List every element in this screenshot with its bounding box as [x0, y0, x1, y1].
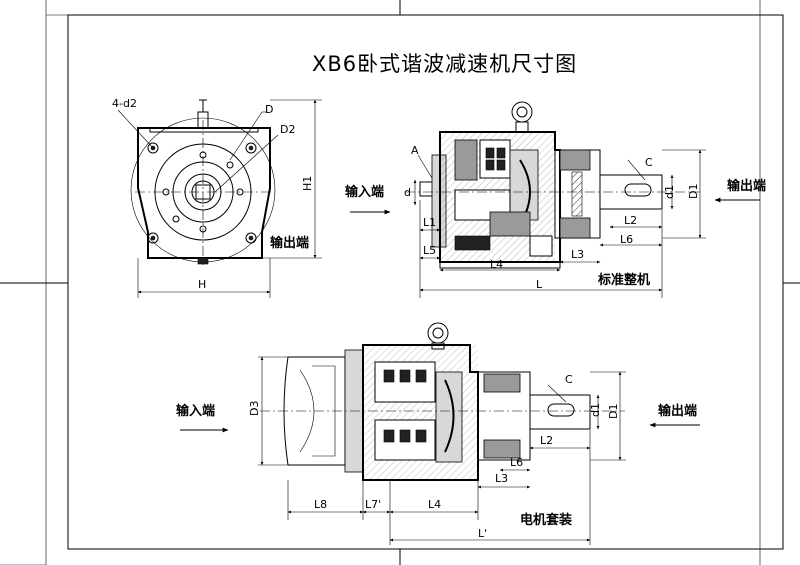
- side-label-L6: L6: [620, 233, 633, 246]
- motor-label-C: C: [565, 373, 573, 386]
- side-label-D1: D1: [687, 184, 700, 199]
- side-output-port: 输出端: [727, 178, 766, 194]
- motor-label-L2: L2: [540, 434, 553, 447]
- side-label-L1: L1: [423, 216, 436, 229]
- motor-caption: 电机套装: [520, 512, 572, 528]
- side-label-L5: L5: [423, 244, 436, 257]
- bolt-hole-icon: [147, 142, 257, 244]
- motor-label-d1: d1: [589, 403, 602, 417]
- label-D: D: [265, 103, 273, 116]
- motor-label-Lprime: L': [478, 527, 487, 540]
- motor-label-L7: L7': [365, 498, 381, 511]
- label-4-d2: 4-d2: [112, 97, 137, 110]
- front-view: [117, 99, 322, 298]
- motor-label-L3: L3: [495, 472, 508, 485]
- motor-label-L6: L6: [510, 456, 523, 469]
- motor-output-port: 输出端: [658, 403, 697, 419]
- motor-label-D3: D3: [248, 401, 261, 416]
- side-caption: 标准整机: [597, 272, 650, 288]
- motor-label-D1: D1: [607, 404, 620, 419]
- side-label-L3: L3: [571, 248, 584, 261]
- label-H1: H1: [301, 176, 314, 191]
- motor-label-L8: L8: [314, 498, 327, 511]
- side-view: [350, 101, 760, 298]
- motor-label-L4: L4: [428, 498, 441, 511]
- side-label-C: C: [645, 156, 653, 169]
- side-label-d: d: [404, 186, 411, 199]
- side-label-L4: L4: [490, 258, 503, 271]
- side-label-L2: L2: [624, 214, 637, 227]
- motor-view: [180, 322, 700, 545]
- motor-input-port: 输入端: [176, 403, 215, 419]
- side-label-d1: d1: [663, 185, 676, 199]
- label-D2: D2: [280, 123, 295, 136]
- side-input-port: 输入端: [345, 184, 384, 200]
- label-H: H: [198, 278, 206, 291]
- side-label-A: A: [411, 144, 419, 157]
- side-label-L: L: [536, 278, 543, 291]
- drawing-title: XB6卧式谐波减速机尺寸图: [312, 52, 577, 76]
- front-output-port: 输出端: [270, 235, 309, 251]
